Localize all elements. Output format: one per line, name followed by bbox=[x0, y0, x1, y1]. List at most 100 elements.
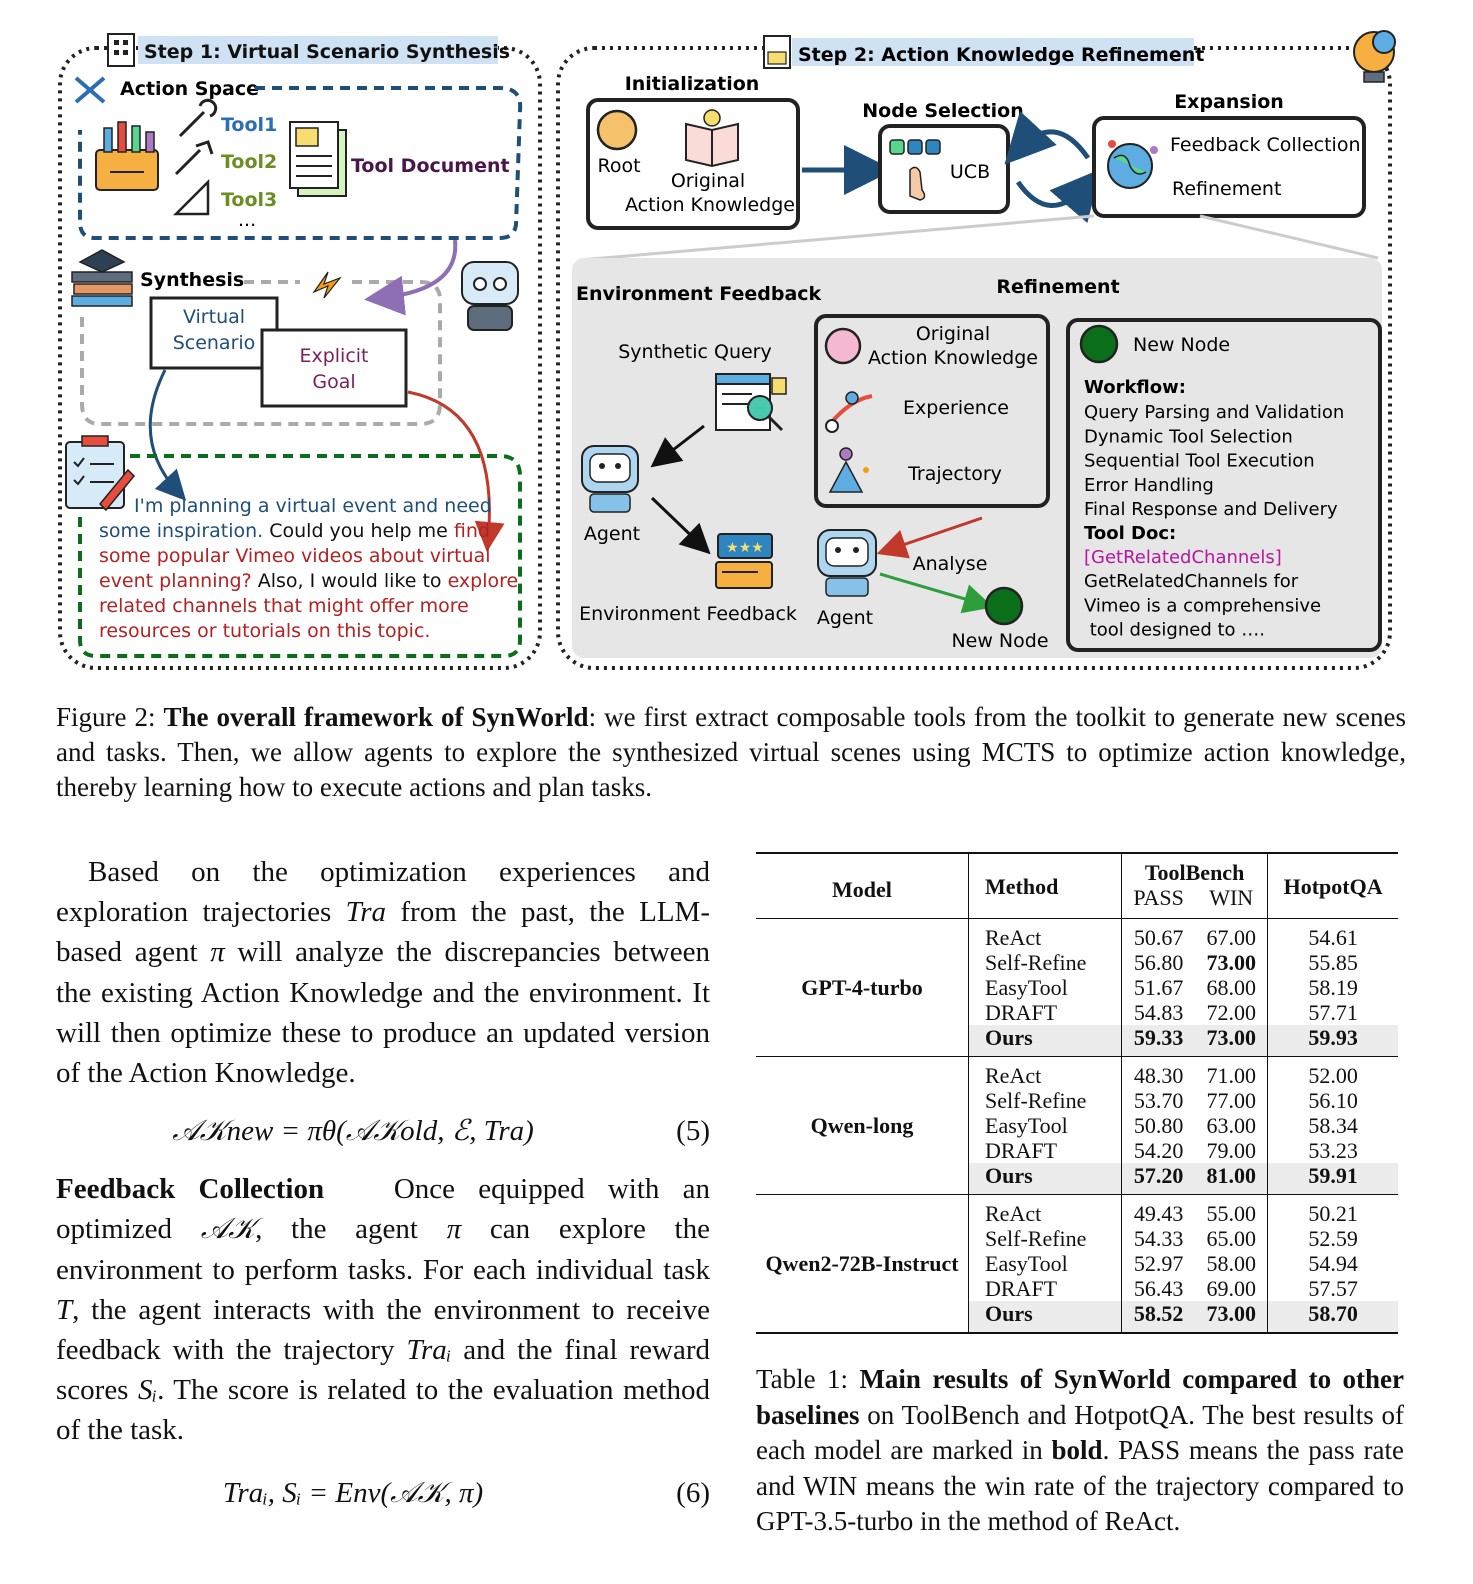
feedback-collection-heading: Feedback Collection bbox=[56, 1173, 325, 1206]
virtual-scenario-line1: Virtual bbox=[183, 306, 245, 328]
agent-robot-icon bbox=[581, 445, 639, 513]
tools-more: ... bbox=[238, 209, 256, 231]
method-cell: EasyTool bbox=[968, 1251, 1122, 1276]
workflow-title: Workflow: bbox=[1084, 377, 1186, 398]
header-win: WIN bbox=[1195, 885, 1269, 919]
book-lightbulb-icon bbox=[685, 109, 739, 168]
math-symbol: π bbox=[446, 1213, 462, 1246]
query-segment: some inspiration. bbox=[99, 520, 269, 542]
win-cell: 69.00 bbox=[1195, 1276, 1269, 1301]
arrow-query-to-agent bbox=[650, 424, 705, 468]
step1-title: Step 1: Virtual Scenario Synthesis bbox=[144, 41, 510, 63]
query-segment: some popular Vimeo videos about virtual bbox=[99, 545, 491, 567]
wrench-icon bbox=[178, 98, 218, 138]
method-cell: Self-Refine bbox=[968, 1226, 1122, 1251]
win-cell: 81.00 bbox=[1195, 1163, 1269, 1195]
arrow-agent-to-new-node bbox=[879, 572, 994, 614]
original-ak-line1: Original bbox=[671, 170, 745, 192]
lightning-icon bbox=[312, 271, 342, 299]
win-cell: 67.00 bbox=[1195, 918, 1269, 950]
text-segment: and the final reward scores bbox=[56, 1334, 710, 1407]
math-symbol: Tra bbox=[345, 896, 386, 929]
detail-panel bbox=[572, 258, 1382, 658]
win-cell: 65.00 bbox=[1195, 1226, 1269, 1251]
query-segment: Also, I would like to bbox=[258, 570, 448, 592]
tool-document-label: Tool Document bbox=[351, 155, 510, 177]
method-cell: Ours bbox=[968, 1025, 1122, 1057]
tool-doc-line: GetRelatedChannels for bbox=[1084, 571, 1299, 592]
feedback-collection-body: Once equipped with an optimized 𝒜𝒦, the … bbox=[56, 1173, 710, 1446]
synthesis-boundary bbox=[80, 280, 442, 426]
win-cell: 71.00 bbox=[1195, 1056, 1269, 1088]
robot-icon bbox=[461, 261, 519, 331]
math-symbol: 𝒜𝒦 bbox=[200, 1213, 256, 1246]
explicit-goal-line2: Goal bbox=[312, 371, 355, 393]
checklist-icon bbox=[763, 35, 791, 69]
workflow-item: Final Response and Delivery bbox=[1084, 499, 1338, 520]
globe-icon bbox=[1107, 140, 1158, 189]
agent-label-1: Agent bbox=[584, 523, 640, 545]
pass-cell: 52.97 bbox=[1133, 1251, 1184, 1276]
hotpotqa-cell: 59.93 bbox=[1267, 1025, 1398, 1057]
query-segment: I'm planning a virtual event and need bbox=[134, 495, 492, 517]
query-boundary bbox=[78, 454, 522, 658]
experience-label: Experience bbox=[903, 397, 1009, 419]
svg-text:★★★: ★★★ bbox=[726, 540, 764, 556]
pass-cell: 49.43 bbox=[1133, 1201, 1184, 1226]
text-segment: Based on the optimization experiences an… bbox=[56, 856, 710, 929]
workflow-item: Query Parsing and Validation bbox=[1084, 402, 1344, 423]
query-segment: Could you help me bbox=[269, 520, 454, 542]
text-segment: . The score is related to the evaluation… bbox=[56, 1374, 710, 1447]
root-label: Root bbox=[597, 155, 640, 177]
equation-5-body: 𝒜𝒦new = πθ(𝒜𝒦old, ℰ, Tra) bbox=[172, 1115, 534, 1148]
win-cell: 68.00 bbox=[1195, 975, 1269, 1000]
zoom-line-right bbox=[1199, 214, 1379, 260]
analyse-label: Analyse bbox=[913, 553, 988, 575]
hotpotqa-cell: 58.70 bbox=[1267, 1301, 1398, 1333]
hotpotqa-cell: 52.00 bbox=[1308, 1063, 1358, 1088]
method-cell: DRAFT bbox=[968, 1000, 1122, 1025]
query-segment: resources or tutorials on this topic. bbox=[99, 620, 430, 642]
new-node-box bbox=[1066, 318, 1382, 652]
refinement-title: Refinement bbox=[996, 276, 1119, 298]
tool-doc-name: [GetRelatedChannels] bbox=[1084, 547, 1282, 568]
hotpotqa-cell: 58.34 bbox=[1308, 1113, 1358, 1138]
text-segment: Once equipped with an optimized bbox=[56, 1173, 711, 1246]
step2-title-bg bbox=[792, 38, 1194, 66]
ucb-icon bbox=[889, 139, 941, 201]
win-cell: 58.00 bbox=[1195, 1251, 1269, 1276]
figure-caption-label: Figure 2: bbox=[56, 702, 164, 732]
books-icon bbox=[71, 249, 133, 307]
header-method: Method bbox=[968, 853, 1122, 919]
initialization-label: Initialization bbox=[625, 73, 760, 95]
tool3-label: Tool3 bbox=[221, 189, 277, 211]
synthetic-query-text: I'm planning a virtual event and need som… bbox=[99, 495, 518, 642]
math-symbol: Traᵢ bbox=[406, 1334, 452, 1367]
query-segment: find bbox=[454, 520, 490, 542]
win-cell: 73.00 bbox=[1195, 1301, 1269, 1333]
win-cell: 73.00 bbox=[1195, 1025, 1269, 1057]
action-space-icon bbox=[74, 76, 106, 104]
virtual-scenario-line2: Scenario bbox=[173, 332, 256, 354]
win-cell: 63.00 bbox=[1195, 1113, 1269, 1138]
step1-panel: Step 1: Virtual Scenario Synthesis Actio… bbox=[58, 33, 542, 670]
pass-cell: 50.80 bbox=[1133, 1113, 1184, 1138]
method-cell: EasyTool bbox=[968, 1113, 1122, 1138]
hotpotqa-cell: 59.91 bbox=[1267, 1163, 1398, 1195]
hotpotqa-cell: 56.10 bbox=[1308, 1088, 1358, 1113]
initialization-box bbox=[586, 98, 800, 230]
header-hotpotqa: HotpotQA bbox=[1283, 873, 1383, 899]
pass-cell: 54.33 bbox=[1133, 1226, 1184, 1251]
arrow-to-synthesis bbox=[364, 239, 458, 316]
method-cell: ReAct bbox=[968, 918, 1122, 950]
math-symbol: Sᵢ bbox=[137, 1374, 158, 1407]
workflow-item: Error Handling bbox=[1084, 475, 1214, 496]
hotpotqa-cell: 58.19 bbox=[1308, 975, 1358, 1000]
